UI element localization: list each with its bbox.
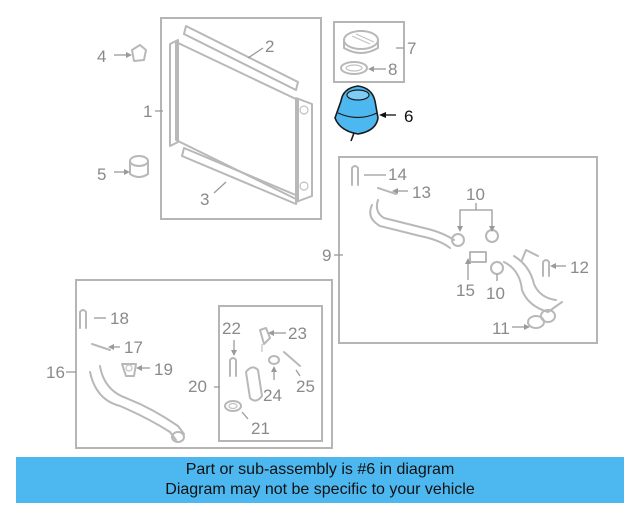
banner-line-1: Part or sub-assembly is #6 in diagram <box>185 461 455 478</box>
callout-25: 25 <box>296 377 315 396</box>
callout-19: 19 <box>154 360 173 379</box>
hose-clamp-14 <box>351 165 359 186</box>
hose-clamp-13 <box>377 187 397 195</box>
pin-25 <box>283 351 301 367</box>
clamp-18 <box>79 309 87 329</box>
callout-17: 17 <box>124 338 143 357</box>
radiator-lower-bracket <box>181 147 299 205</box>
callout-2: 2 <box>265 37 274 56</box>
callout-6: 6 <box>404 107 413 126</box>
callout-1: 1 <box>143 102 152 121</box>
coolant-reservoir-part-6[interactable] <box>334 85 396 142</box>
sensor-23 <box>259 327 271 352</box>
connector-10 <box>451 229 504 275</box>
housing-20 <box>245 366 263 402</box>
cap-group: 7 8 <box>333 21 416 83</box>
callout-15: 15 <box>456 281 475 300</box>
lower-hose-group: 16 17 18 19 <box>46 279 333 449</box>
callout-10-top: 10 <box>466 185 485 204</box>
banner-line-2: Diagram may not be specific to your vehi… <box>165 481 475 498</box>
hose-group: 9 10 10 11 12 13 14 15 <box>322 156 598 344</box>
callout-21: 21 <box>251 419 270 438</box>
callout-22: 22 <box>222 319 241 338</box>
sensor-19 <box>121 363 137 377</box>
cap-seal <box>340 61 368 75</box>
callout-11: 11 <box>492 319 510 338</box>
seal-21 <box>224 400 242 412</box>
mount-4 <box>131 44 147 62</box>
callout-13: 13 <box>412 183 431 202</box>
callout-12: 12 <box>570 258 589 277</box>
callout-14: 14 <box>388 165 407 184</box>
callout-7: 7 <box>407 39 416 58</box>
clamp-22 <box>229 357 237 377</box>
callout-16: 16 <box>46 363 65 382</box>
radiator <box>169 39 313 203</box>
thermostat-group: 20 21 22 23 24 25 <box>188 305 323 442</box>
mount-5 <box>129 155 149 178</box>
clamp-17 <box>91 343 111 351</box>
callout-3: 3 <box>200 190 209 209</box>
callout-4: 4 <box>97 47 106 66</box>
callout-24: 24 <box>263 386 282 405</box>
callout-5: 5 <box>97 165 106 184</box>
callout-18: 18 <box>110 309 129 328</box>
radiator-group: 1 2 3 4 5 <box>97 17 322 220</box>
upper-hose-13 <box>369 199 455 249</box>
hose-16 <box>89 365 185 443</box>
radiator-upper-bracket <box>183 25 299 91</box>
info-banner: Part or sub-assembly is #6 in diagram Di… <box>16 457 624 503</box>
hose-clamp-12 <box>542 259 550 277</box>
reservoir-cap <box>343 30 379 54</box>
callout-23: 23 <box>288 324 307 343</box>
callout-8: 8 <box>388 60 397 79</box>
callout-9: 9 <box>322 246 331 265</box>
callout-10-bottom: 10 <box>486 284 505 303</box>
callout-20: 20 <box>188 377 207 396</box>
lower-hose-11 <box>503 249 563 329</box>
washer-24 <box>268 355 280 365</box>
